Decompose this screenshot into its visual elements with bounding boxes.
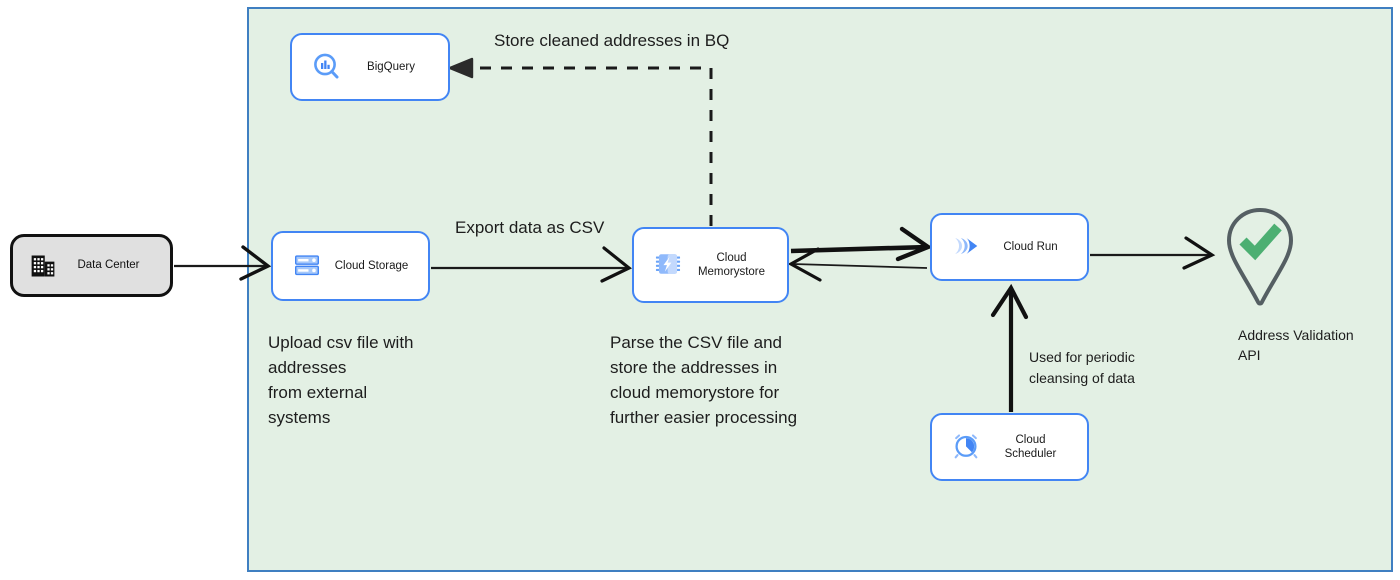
datacenter-building-icon xyxy=(29,252,57,280)
note-parse-csv: Parse the CSV file and store the address… xyxy=(610,333,798,427)
cloud-run-icon xyxy=(950,230,984,264)
node-cloud-scheduler[interactable]: Cloud Scheduler xyxy=(930,413,1089,481)
node-address-validation-api[interactable] xyxy=(1218,205,1302,309)
node-label: Cloud Memorystore xyxy=(697,251,766,278)
cloud-scheduler-icon xyxy=(950,430,984,464)
edge-label-export-csv: Export data as CSV xyxy=(455,218,605,237)
node-label: Data Center xyxy=(77,259,140,272)
edge-label-store-cleaned-addresses: Store cleaned addresses in BQ xyxy=(494,31,730,50)
node-data-center[interactable]: Data Center xyxy=(10,234,173,297)
cloud-storage-icon xyxy=(291,249,325,283)
node-label: BigQuery xyxy=(367,60,415,73)
node-bigquery[interactable]: BigQuery xyxy=(290,33,450,101)
location-pin-check-icon xyxy=(1226,207,1294,306)
node-cloud-run[interactable]: Cloud Run xyxy=(930,213,1089,281)
label-address-validation-api: Address Validation API xyxy=(1238,327,1354,363)
node-label: Cloud Storage xyxy=(334,259,409,272)
bigquery-icon xyxy=(310,50,344,84)
cloud-memorystore-icon xyxy=(652,248,686,282)
node-cloud-storage[interactable]: Cloud Storage xyxy=(271,231,430,301)
edge-label-periodic-cleansing: Used for periodic cleansing of data xyxy=(1029,349,1135,386)
node-label: Cloud Run xyxy=(1003,240,1058,253)
note-upload-csv: Upload csv file with addresses from exte… xyxy=(268,333,414,427)
node-label: Cloud Scheduler xyxy=(1004,433,1057,460)
google-cloud-boundary xyxy=(247,7,1393,572)
node-cloud-memorystore[interactable]: Cloud Memorystore xyxy=(632,227,789,303)
